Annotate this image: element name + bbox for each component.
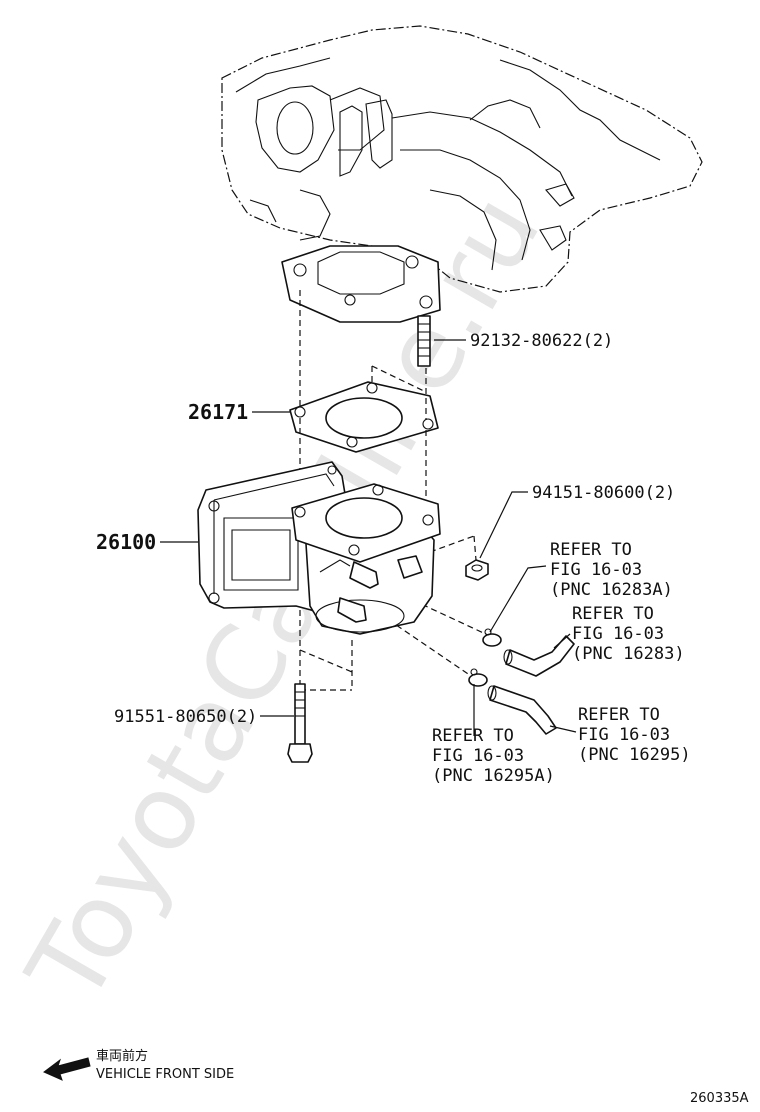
svg-text:FIG 16-03: FIG 16-03 xyxy=(550,560,642,580)
stud-92132-drawing xyxy=(417,315,431,367)
svg-text:(PNC 16295A): (PNC 16295A) xyxy=(432,766,555,786)
hose-lower-drawing xyxy=(487,685,557,735)
vehicle-front-label-jp: 車両前方 xyxy=(96,1048,148,1064)
svg-text:REFER TO: REFER TO xyxy=(572,604,654,624)
svg-text:(PNC 16295): (PNC 16295) xyxy=(578,745,691,765)
vehicle-front-label: VEHICLE FRONT SIDE xyxy=(96,1067,234,1082)
manifold-flange-drawing xyxy=(281,245,441,323)
svg-text:FIG 16-03: FIG 16-03 xyxy=(572,624,664,644)
svg-text:REFER TO: REFER TO xyxy=(432,726,514,746)
hose-clamp-lower-drawing xyxy=(468,668,488,687)
svg-text:FIG 16-03: FIG 16-03 xyxy=(432,746,524,766)
ref-16283A-text: REFER TO FIG 16-03 (PNC 16283A) xyxy=(550,540,673,600)
throttle-body-26100-drawing xyxy=(197,461,441,635)
hose-clamp-upper-drawing xyxy=(482,628,502,647)
ref-16295-text: REFER TO FIG 16-03 (PNC 16295) xyxy=(578,705,691,765)
ref-16283-leader xyxy=(553,633,571,649)
ref-16283A-leader xyxy=(489,565,547,633)
ref-16283-text: REFER TO FIG 16-03 (PNC 16283) xyxy=(572,604,685,664)
gasket-26171-callout: 26171 xyxy=(188,400,248,424)
svg-text:(PNC 16283A): (PNC 16283A) xyxy=(550,580,673,600)
hose-upper-drawing xyxy=(503,635,575,677)
bolt-91551-callout: 91551-80650(2) xyxy=(114,707,257,727)
bolt-91551-drawing xyxy=(287,683,313,763)
diagram-code: 260335A xyxy=(690,1091,749,1106)
svg-text:(PNC 16283): (PNC 16283) xyxy=(572,644,685,664)
nut-94151-callout: 94151-80600(2) xyxy=(532,483,675,503)
nut-94151-leader xyxy=(479,491,528,559)
svg-text:FIG 16-03: FIG 16-03 xyxy=(578,725,670,745)
gasket-26171-drawing xyxy=(289,381,439,453)
svg-text:REFER TO: REFER TO xyxy=(578,705,660,725)
nut-94151-drawing xyxy=(465,559,489,581)
stud-92132-callout: 92132-80622(2) xyxy=(470,331,613,351)
throttle-body-26100-callout: 26100 xyxy=(96,530,156,554)
svg-text:REFER TO: REFER TO xyxy=(550,540,632,560)
ref-16295-leader xyxy=(549,725,577,733)
ref-16295A-text: REFER TO FIG 16-03 (PNC 16295A) xyxy=(432,726,555,786)
intake-manifold-drawing xyxy=(221,25,703,293)
vehicle-front-arrow-icon xyxy=(43,1057,91,1081)
